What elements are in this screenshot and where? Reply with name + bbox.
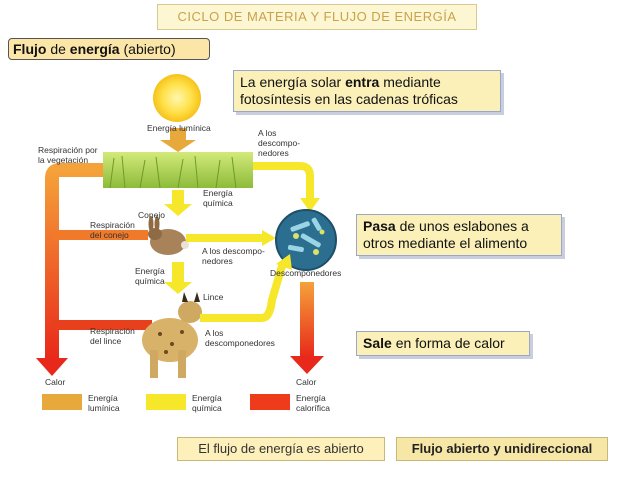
label-energia-quimica-2-line1: Energía <box>135 266 165 276</box>
respiracion-vegetacion-line <box>45 163 103 360</box>
label-energia-luminica: Energía lumínica <box>147 123 211 133</box>
legend-label-quimica-line1: Energía <box>192 393 222 403</box>
bottom-box-unidireccional: Flujo abierto y unidireccional <box>396 437 608 461</box>
luminica-arrow-head <box>160 140 196 152</box>
flow-label-part1: Flujo <box>13 41 47 57</box>
label-energia-quimica-2-line2: química <box>135 276 165 286</box>
sun-icon <box>153 74 201 122</box>
flow-label-part2: de <box>46 41 70 57</box>
flow-label: Flujo de energía (abierto) <box>8 38 210 60</box>
label-descomp-mid-line1: A los descompo- <box>202 246 265 256</box>
legend-swatch-luminica <box>42 394 82 410</box>
label-energia-quimica-1-line1: Energía <box>203 188 233 198</box>
flow-label-part4: (abierto) <box>119 41 176 57</box>
label-descomp-bot-line1: A los <box>205 328 224 338</box>
label-descomp-top-line1: A los <box>258 128 277 138</box>
label-respiracion-vegetacion: Respiración por la vegetación <box>38 145 98 165</box>
quimica-arrow-rabbit-lynx <box>164 282 192 294</box>
legend-swatch-quimica <box>146 394 186 410</box>
label-descomp-mid-line2: nedores <box>202 256 233 266</box>
legend-label-quimica: Energía química <box>192 393 222 413</box>
legend-label-calorifica-line1: Energía <box>296 393 326 403</box>
label-respiracion-lince-line2: del lince <box>90 336 122 346</box>
respiracion-conejo-line <box>52 230 148 240</box>
calor-right-arrowhead <box>290 356 324 374</box>
slide-title: CICLO DE MATERIA Y FLUJO DE ENERGÍA <box>157 4 477 30</box>
flow-label-part3: energía <box>69 41 120 57</box>
label-respiracion-vegetacion-line2: la vegetación <box>38 155 89 165</box>
label-respiracion-lince: Respiración del lince <box>90 326 135 346</box>
label-descomp-bot-line2: descomponedores <box>205 338 275 348</box>
vegetation-image <box>103 152 253 188</box>
callout-sale-rest: en forma de calor <box>391 335 505 351</box>
callout-solar-bold: entra <box>345 74 380 90</box>
callout-pasa-rest: de unos eslabones a <box>395 218 529 234</box>
callout-pasa: Pasa de unos eslabones a otros mediante … <box>356 214 562 256</box>
legend-label-luminica-line2: lumínica <box>88 403 120 413</box>
callout-solar-line2: fotosíntesis en las cadenas tróficas <box>240 91 458 107</box>
quimica-arrow-rabbit-decomp <box>262 230 276 246</box>
respiracion-lince-line <box>52 320 152 330</box>
label-respiracion-conejo-line2: del conejo <box>90 230 129 240</box>
label-energia-quimica-1: Energía química <box>203 188 233 208</box>
callout-sale: Sale en forma de calor <box>356 331 530 356</box>
legend-label-luminica-line1: Energía <box>88 393 118 403</box>
callout-solar-line1: La energía solar entra mediante <box>240 74 494 91</box>
legend-swatch-calorifica <box>250 394 290 410</box>
callout-solar-pre: La energía solar <box>240 74 346 90</box>
label-respiracion-conejo: Respiración del conejo <box>90 220 135 240</box>
label-respiracion-lince-line1: Respiración <box>90 326 135 336</box>
label-conejo: Conejo <box>138 210 165 220</box>
rabbit-image <box>148 216 189 255</box>
bottom-box-abierto: El flujo de energía es abierto <box>177 437 385 461</box>
luminica-arrow-shaft <box>170 128 186 140</box>
label-respiracion-vegetacion-line1: Respiración por <box>38 145 98 155</box>
callout-pasa-line2: otros mediante el alimento <box>363 235 528 251</box>
callout-solar: La energía solar entra mediante fotosínt… <box>233 70 501 112</box>
quimica-arrow-lynx-decomp <box>276 254 292 270</box>
label-energia-quimica-1-line2: química <box>203 198 233 208</box>
label-calor-right: Calor <box>296 377 317 387</box>
label-descomponedores: Descomponedores <box>270 268 342 278</box>
callout-sale-bold: Sale <box>363 335 392 351</box>
callout-pasa-line1: Pasa de unos eslabones a <box>363 218 555 235</box>
label-descomp-bot: A los descomponedores <box>205 328 275 348</box>
callout-solar-post: mediante <box>379 74 441 90</box>
lynx-image <box>142 292 202 378</box>
legend-label-calorifica-line2: calorífica <box>296 403 331 413</box>
label-calor-left: Calor <box>45 377 66 387</box>
label-descomp-top: A los descompo- nedores <box>258 128 300 158</box>
label-descomp-top-line3: nedores <box>258 148 289 158</box>
label-energia-quimica-2: Energía química <box>135 266 165 286</box>
quimica-arrow-grass-rabbit <box>164 204 192 216</box>
label-descomp-mid: A los descompo- nedores <box>202 246 265 266</box>
quimica-arrow-grass-decomp <box>253 162 314 200</box>
callout-pasa-bold: Pasa <box>363 218 396 234</box>
calor-left-arrowhead <box>36 358 68 376</box>
legend-label-calorifica: Energía calorífica <box>296 393 330 413</box>
label-descomp-top-line2: descompo- <box>258 138 301 148</box>
label-respiracion-conejo-line1: Respiración <box>90 220 135 230</box>
legend-label-luminica: Energía lumínica <box>88 393 120 413</box>
label-lince: Lince <box>203 292 224 302</box>
legend-label-quimica-line2: química <box>192 403 222 413</box>
